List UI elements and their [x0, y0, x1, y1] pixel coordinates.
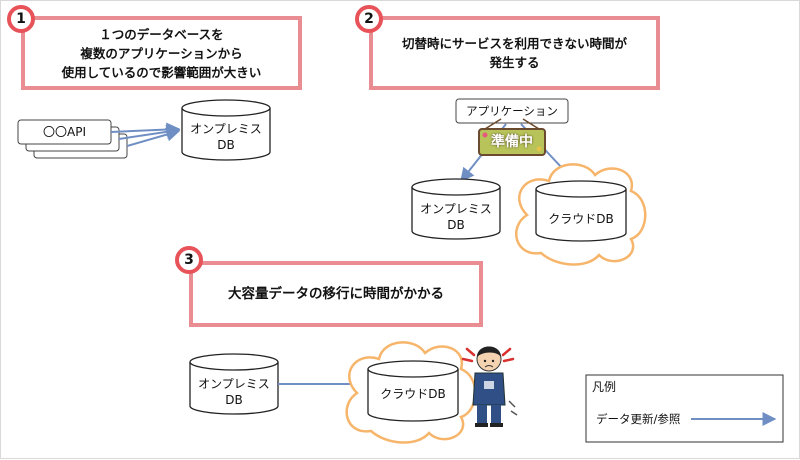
onprem-db-1-cylinder [181, 99, 271, 161]
legend-box [585, 374, 784, 443]
onprem-db-3-line-2: DB [225, 393, 243, 407]
preparing-banner [478, 118, 546, 156]
badge-3-number: 3 [184, 252, 194, 268]
badge-2-number: 2 [364, 11, 374, 27]
preparing-banner-text: 準備中 [491, 134, 533, 150]
problem-2-line-2: 発生する [489, 55, 540, 70]
problem-3-text: 大容量データの移行に時間がかかる [193, 284, 479, 304]
cloud-db-2-cylinder [535, 180, 627, 242]
badge-2 [355, 5, 383, 33]
problem-2-line-1: 切替時にサービスを利用できない時間が [401, 36, 627, 51]
problem-2-text: 切替時にサービスを利用できない時間が 発生する [373, 34, 656, 72]
legend-item-label: データ更新/参照 [596, 412, 681, 426]
worried-person-icon [461, 346, 518, 427]
onprem-db-2-line-1: オンプレミス [420, 202, 492, 216]
cloud-db-3-label: クラウドDB [380, 387, 446, 401]
onprem-db-2-line-2: DB [447, 218, 465, 232]
problem-box-1 [21, 16, 302, 90]
problem-1-line-2: 複数のアプリケーションから [80, 46, 243, 61]
onprem-db-3-label: オンプレミス DB [190, 376, 278, 408]
problem-box-3 [189, 261, 483, 327]
onprem-db-1-line-2: DB [217, 138, 235, 152]
problem-1-line-3: 使用しているので影響範囲が大きい [61, 65, 262, 80]
arrow-api3-db [126, 127, 181, 147]
badge-1-number: 1 [16, 11, 26, 27]
cloud-db-3-cylinder [367, 360, 459, 422]
onprem-db-3-cylinder [189, 353, 279, 415]
onprem-db-2-label: オンプレミス DB [412, 201, 500, 233]
api-label: 〇〇API [43, 125, 86, 139]
app-label: アプリケーション [466, 104, 558, 118]
badge-1 [7, 5, 35, 33]
problem-3-line-1: 大容量データの移行に時間がかかる [228, 286, 444, 302]
problem-1-line-1: １つのデータベースを [99, 27, 224, 42]
onprem-db-2-cylinder [411, 178, 501, 240]
legend-title: 凡例 [592, 380, 617, 394]
badge-3 [175, 246, 203, 274]
onprem-db-3-line-1: オンプレミス [198, 377, 270, 391]
problem-box-2 [369, 16, 660, 90]
cloud-db-2-label: クラウドDB [548, 212, 614, 226]
app-box [455, 98, 569, 124]
onprem-db-1-line-1: オンプレミス [190, 122, 262, 136]
problem-1-text: １つのデータベースを 複数のアプリケーションから 使用しているので影響範囲が大き… [25, 25, 298, 82]
onprem-db-1-label: オンプレミス DB [182, 121, 270, 153]
